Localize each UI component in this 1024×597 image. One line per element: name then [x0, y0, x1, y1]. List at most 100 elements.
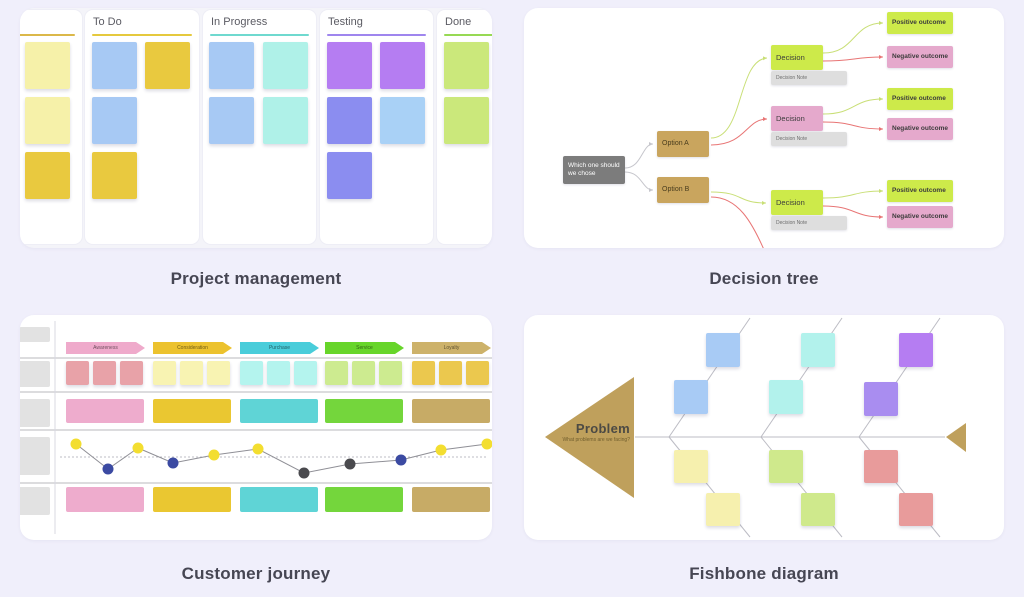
- journey-bar: [153, 399, 231, 423]
- sticky-note: [120, 361, 143, 385]
- decision-node: Decision: [771, 190, 823, 215]
- kanban-column-done: Done: [437, 10, 492, 244]
- sticky-note: [25, 42, 70, 89]
- journey-stage-label: Awareness: [93, 345, 118, 351]
- sticky-note: [674, 380, 708, 414]
- sticky-note: [439, 361, 462, 385]
- kanban-column-header: Done: [445, 16, 472, 28]
- sticky-note: [263, 42, 308, 89]
- sticky-note: [92, 152, 137, 199]
- journey-stage-label: Consideration: [177, 345, 208, 351]
- journey-bar: [412, 399, 490, 423]
- sticky-note: [207, 361, 230, 385]
- sticky-note: [801, 333, 835, 367]
- sticky-note: [327, 152, 372, 199]
- sticky-note: [263, 97, 308, 144]
- kanban-column-underline: [210, 34, 309, 36]
- sticky-note: [209, 97, 254, 144]
- sticky-note: [864, 450, 898, 483]
- customer-journey-preview[interactable]: Awareness Consideration Purchase Service Loy…: [20, 315, 492, 540]
- sticky-note: [864, 382, 898, 416]
- positive-outcome-node: Positive outcome: [887, 88, 953, 110]
- kanban-column-underline: [327, 34, 426, 36]
- sticky-note: [153, 361, 176, 385]
- sticky-note: [25, 97, 70, 144]
- negative-outcome-node: Negative outcome: [887, 118, 953, 140]
- kanban-column-underline: [92, 34, 192, 36]
- journey-row-label: [20, 361, 50, 387]
- fishbone-problem-title: Problem: [575, 421, 630, 436]
- sticky-note: [92, 97, 137, 144]
- template-title-customer-journey: Customer journey: [181, 564, 331, 583]
- journey-grid-and-chart: [20, 321, 492, 534]
- decision-note: Decision Note: [771, 71, 847, 85]
- sticky-note: [801, 493, 835, 526]
- positive-outcome-node: Positive outcome: [887, 12, 953, 34]
- sticky-note: [379, 361, 402, 385]
- sticky-note: [209, 42, 254, 89]
- kanban-column-partial: [20, 10, 82, 244]
- option-a-node: Option A: [657, 131, 709, 157]
- sticky-note: [380, 42, 425, 89]
- journey-stage-arrow: Loyalty: [412, 342, 491, 354]
- negative-outcome-node: Negative outcome: [887, 206, 953, 228]
- decision-tree-connectors: [624, 21, 884, 248]
- journey-stage-label: Loyalty: [443, 345, 460, 351]
- sticky-note: [352, 361, 375, 385]
- decision-tree-preview[interactable]: Which one should we chose Option A Option …: [524, 8, 1004, 248]
- kanban-column-header: To Do: [93, 16, 122, 28]
- journey-bar: [412, 487, 490, 512]
- kanban-column-header: Testing: [328, 16, 363, 28]
- sticky-note: [769, 450, 803, 483]
- sticky-note: [294, 361, 317, 385]
- sticky-note: [674, 450, 708, 483]
- sticky-note: [412, 361, 435, 385]
- sticky-note: [899, 333, 933, 367]
- sticky-note: [444, 97, 489, 144]
- template-title-decision-tree: Decision tree: [709, 269, 819, 288]
- journey-bar: [325, 487, 403, 512]
- journey-row-label: [20, 437, 50, 475]
- decision-note: Decision Note: [771, 216, 847, 230]
- template-decision-tree: Which one should we chose Option A Option …: [524, 8, 1004, 289]
- sticky-note: [706, 493, 740, 526]
- journey-row-label: [20, 487, 50, 515]
- template-customer-journey: Awareness Consideration Purchase Service Loy…: [20, 315, 492, 584]
- kanban-column-to-do: To Do: [85, 10, 199, 244]
- sticky-note: [706, 333, 740, 367]
- journey-bar: [66, 487, 144, 512]
- kanban-column-in-progress: In Progress: [203, 10, 316, 244]
- journey-stage-arrow: Consideration: [153, 342, 232, 354]
- decision-note: Decision Note: [771, 132, 847, 146]
- option-b-node: Option B: [657, 177, 709, 203]
- sticky-note: [380, 97, 425, 144]
- journey-bar: [240, 399, 318, 423]
- sticky-note: [899, 493, 933, 526]
- journey-bar: [325, 399, 403, 423]
- sticky-note: [327, 42, 372, 89]
- kanban-column-underline: [20, 34, 75, 36]
- journey-row-label: [20, 327, 50, 342]
- sticky-note: [267, 361, 290, 385]
- sticky-note: [769, 380, 803, 414]
- decision-root-node: Which one should we chose: [563, 156, 625, 184]
- sticky-note: [93, 361, 116, 385]
- negative-outcome-node: Negative outcome: [887, 46, 953, 68]
- kanban-column-underline: [444, 34, 492, 36]
- journey-row-label: [20, 399, 50, 427]
- sticky-note: [92, 42, 137, 89]
- project-management-preview[interactable]: To Do In Progress Testing Done: [20, 8, 492, 248]
- journey-stage-arrow: Purchase: [240, 342, 319, 354]
- journey-bar: [240, 487, 318, 512]
- journey-stage-label: Service: [356, 345, 373, 351]
- journey-bar: [153, 487, 231, 512]
- sticky-note: [180, 361, 203, 385]
- journey-stage-arrow: Awareness: [66, 342, 145, 354]
- sticky-note: [325, 361, 348, 385]
- journey-bar: [66, 399, 144, 423]
- journey-stage-arrow: Service: [325, 342, 404, 354]
